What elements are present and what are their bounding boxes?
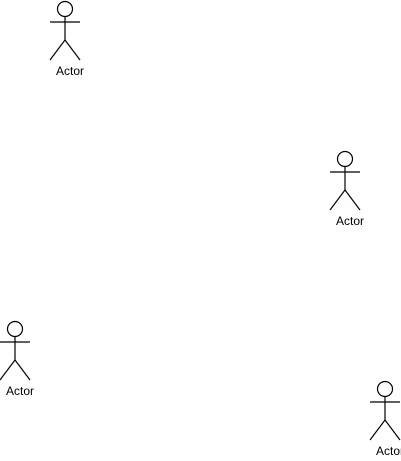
stick-figure-actor-icon [329, 150, 361, 211]
actor-shape[interactable]: Actor [369, 380, 401, 460]
actor-label: Actor [55, 64, 84, 78]
actor-shape[interactable]: Actor [329, 150, 370, 230]
stick-figure-actor-icon [369, 380, 401, 441]
actor-shape[interactable]: Actor [49, 0, 90, 80]
actor-label: Actor [335, 214, 364, 228]
actor-shape[interactable]: Actor [0, 320, 40, 400]
actor-label: Actor [375, 444, 401, 458]
stick-figure-actor-icon [0, 320, 31, 381]
actor-label: Actor [5, 384, 34, 398]
stick-figure-actor-icon [49, 0, 81, 61]
